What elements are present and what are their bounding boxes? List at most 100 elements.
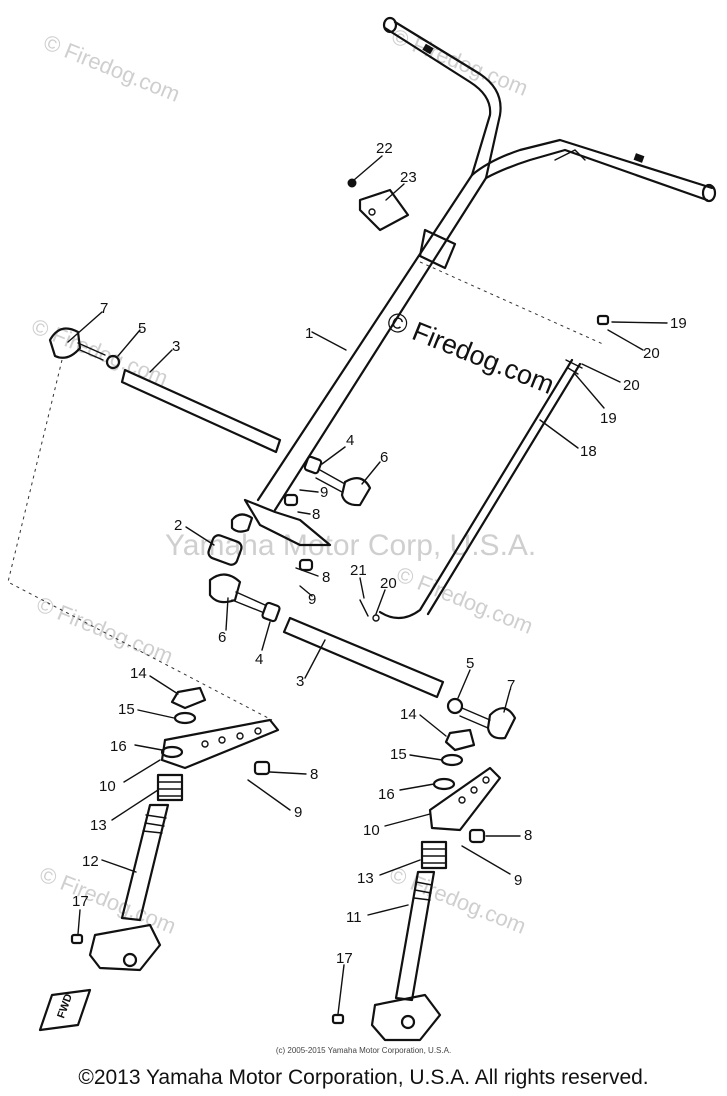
leader-11 bbox=[367, 904, 409, 916]
rod-18-end bbox=[596, 314, 610, 326]
callout-9-upper: 9 bbox=[320, 484, 328, 501]
handlebar-crossbar-edge bbox=[484, 148, 709, 202]
callout-19-lower: 19 bbox=[600, 410, 617, 427]
grease-nipple-17-left bbox=[70, 933, 84, 945]
rod-18-clip bbox=[565, 359, 583, 375]
control-rod bbox=[359, 314, 610, 622]
arm-hole-1 bbox=[201, 740, 209, 748]
leader-18 bbox=[539, 419, 579, 449]
throttle-bracket bbox=[554, 149, 586, 161]
rod-end-thread-lower bbox=[459, 707, 491, 729]
callout-6-lower: 6 bbox=[218, 629, 226, 646]
leader-1 bbox=[311, 331, 347, 351]
handlebar bbox=[382, 16, 717, 203]
callout-5-lower: 5 bbox=[466, 655, 474, 672]
leader-9-left bbox=[247, 779, 291, 811]
nut-8-mid bbox=[298, 558, 314, 572]
handlebar-right-end bbox=[701, 183, 717, 203]
footer-copyright: ©2013 Yamaha Motor Corporation, U.S.A. A… bbox=[78, 1066, 649, 1089]
leader-13-left bbox=[111, 789, 159, 821]
leader-4-lower bbox=[261, 621, 271, 651]
leader-4-upper bbox=[321, 446, 346, 465]
handlebar-left-grip bbox=[383, 26, 492, 177]
callout-12: 12 bbox=[82, 853, 99, 870]
leader-17-left bbox=[77, 909, 81, 935]
callout-14-right: 14 bbox=[400, 706, 417, 723]
tie-rods bbox=[120, 368, 445, 699]
steering-column bbox=[230, 173, 488, 547]
leader-3-upper bbox=[149, 349, 173, 373]
grip-clip-1 bbox=[422, 43, 434, 55]
collar-2 bbox=[207, 534, 243, 566]
rod-18 bbox=[378, 358, 574, 620]
bushing-16-left bbox=[160, 745, 184, 759]
grease-nipple-17-right bbox=[331, 1013, 345, 1025]
callout-17-right: 17 bbox=[336, 950, 353, 967]
leader-14-left bbox=[149, 675, 179, 695]
leader-8-mid bbox=[295, 567, 319, 577]
spring-coils-left bbox=[157, 781, 183, 797]
callout-20-mid: 20 bbox=[623, 377, 640, 394]
callout-23: 23 bbox=[400, 169, 417, 186]
leader-8-upper bbox=[297, 511, 311, 515]
steering-arm-10-left bbox=[160, 718, 280, 770]
callout-20-lower: 20 bbox=[380, 575, 397, 592]
fwd-tag: FWD bbox=[38, 988, 92, 1032]
leader-15-right bbox=[409, 754, 443, 761]
spindle-11 bbox=[394, 870, 436, 1002]
leader-6-lower bbox=[225, 597, 229, 631]
leader-10-right bbox=[384, 813, 431, 827]
fwd-label: FWD bbox=[55, 992, 75, 1020]
callout-18: 18 bbox=[580, 443, 597, 460]
leader-7-lower bbox=[503, 689, 511, 713]
watermark-left-mid: © Firedog.com bbox=[33, 591, 176, 668]
callout-16-right: 16 bbox=[378, 786, 395, 803]
callout-8-left: 8 bbox=[310, 766, 318, 783]
callout-6-upper: 6 bbox=[380, 449, 388, 466]
rod-end-7-upper bbox=[48, 327, 82, 359]
callout-8-upper: 8 bbox=[312, 506, 320, 523]
tie-rod-ends bbox=[48, 327, 517, 740]
leader-7-upper bbox=[67, 311, 103, 343]
callout-9-left: 9 bbox=[294, 804, 302, 821]
callout-10-right: 10 bbox=[363, 822, 380, 839]
watermark-center-dark: © Firedog.com bbox=[383, 306, 559, 400]
washer-15-left bbox=[173, 711, 197, 725]
spring-13-right bbox=[420, 840, 448, 870]
nut-14-right bbox=[444, 728, 476, 752]
leader-9-upper bbox=[299, 489, 319, 493]
tie-rod-lower bbox=[282, 616, 445, 699]
arm-hole-2 bbox=[218, 736, 226, 744]
callout-2: 2 bbox=[174, 517, 182, 534]
spring-coils-right bbox=[421, 848, 447, 864]
clip-20-lower bbox=[372, 614, 380, 622]
nut-8-right bbox=[468, 828, 486, 844]
watermark-top-left: © Firedog.com bbox=[40, 29, 183, 106]
holder-bolt bbox=[347, 178, 357, 188]
leader-5-upper bbox=[117, 329, 141, 357]
callout-16-left: 16 bbox=[110, 738, 127, 755]
leader-5-lower bbox=[457, 669, 471, 699]
leader-10-left bbox=[123, 759, 161, 783]
callout-15-left: 15 bbox=[118, 701, 135, 718]
spring-13-left bbox=[156, 773, 184, 802]
holder-plate bbox=[358, 188, 410, 232]
grip-clip-2 bbox=[633, 153, 645, 163]
nut-8-column bbox=[283, 493, 299, 507]
leader-13-right bbox=[379, 859, 421, 876]
rod-end-thread-6-right bbox=[315, 469, 346, 493]
callout-17-left: 17 bbox=[72, 893, 89, 910]
rod-end-6-left bbox=[208, 573, 242, 604]
callout-20-upper: 20 bbox=[643, 345, 660, 362]
leader-20-mid bbox=[581, 363, 621, 383]
callout-8-right: 8 bbox=[524, 827, 532, 844]
leader-19-upper bbox=[611, 321, 668, 324]
leader-15-left bbox=[137, 709, 175, 719]
leader-20-lower bbox=[375, 589, 386, 615]
rod-end-thread-upper bbox=[77, 342, 106, 361]
column-lower-end bbox=[230, 513, 254, 533]
column-right-edge bbox=[273, 176, 488, 512]
callout-13-left: 13 bbox=[90, 817, 107, 834]
watermark-right-mid: © Firedog.com bbox=[393, 561, 536, 638]
callout-5-upper: 5 bbox=[138, 320, 146, 337]
